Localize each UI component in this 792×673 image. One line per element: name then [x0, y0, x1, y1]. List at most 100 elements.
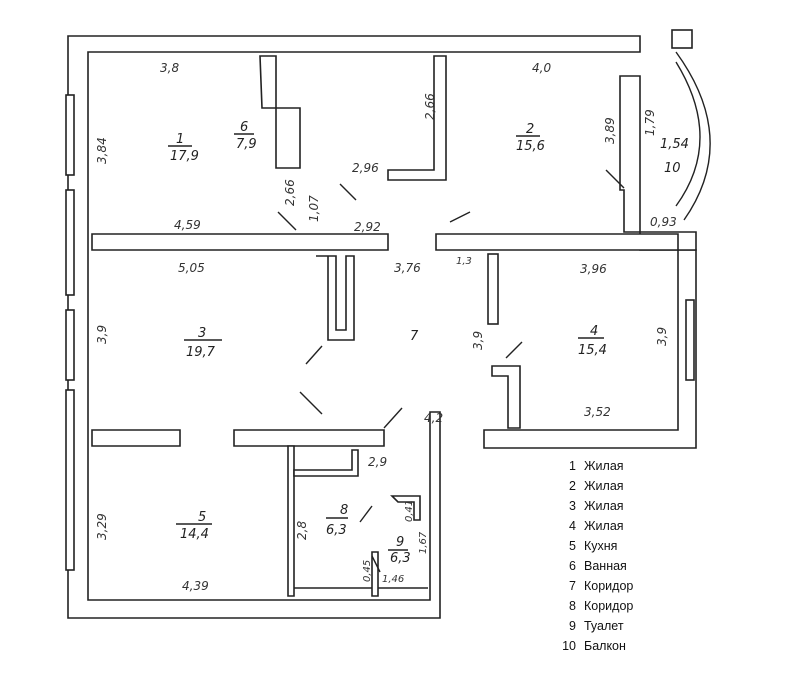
door-swing — [277, 211, 297, 231]
dimension-label: 2,96 — [352, 161, 379, 175]
legend-item: 4 Жилая — [560, 516, 760, 536]
dimension-label: 2,66 — [423, 93, 437, 120]
door-swing — [605, 169, 625, 189]
room-area: 14,4 — [180, 527, 209, 542]
legend-label: Кухня — [584, 539, 618, 553]
legend-number: 2 — [569, 479, 576, 493]
dimension-label: 1,79 — [643, 109, 657, 136]
dimension-label: 3,84 — [95, 137, 109, 164]
room-number: 2 — [526, 122, 534, 137]
legend-item: 9 Туалет — [560, 616, 760, 636]
legend-number: 10 — [562, 639, 576, 653]
legend-label: Балкон — [584, 639, 626, 653]
dimension-label: 4,2 — [424, 411, 443, 425]
dimension-label: 2,9 — [368, 455, 387, 469]
window — [65, 189, 75, 296]
dimension-label: 3,8 — [160, 61, 179, 75]
door-swing — [449, 211, 471, 223]
dimension-label: 1,67 — [418, 531, 429, 554]
door-swing — [359, 505, 373, 523]
dimension-label: 4,39 — [182, 579, 209, 593]
legend-label: Жилая — [584, 459, 624, 473]
interior-wall — [316, 255, 355, 341]
dimension-label: 4,59 — [174, 218, 201, 232]
outer-wall — [67, 35, 641, 619]
dimension-label: 2,66 — [283, 179, 297, 206]
balcony-box — [671, 29, 693, 49]
door-swing — [339, 183, 357, 201]
legend-label: Жилая — [584, 499, 624, 513]
room-number: 6 — [240, 120, 248, 135]
door-swing — [383, 407, 403, 429]
dimension-label: 4,0 — [532, 61, 551, 75]
dimension-label: 5,05 — [178, 261, 205, 275]
interior-wall — [390, 495, 421, 521]
legend-item: 1 Жилая — [560, 456, 760, 476]
legend-number: 9 — [569, 619, 576, 633]
room-number: 8 — [340, 503, 348, 518]
room-number: 4 — [590, 324, 598, 339]
interior-wall — [287, 445, 295, 597]
door-swing — [305, 345, 323, 365]
room-number: 1 — [176, 132, 184, 147]
legend-item: 3 Жилая — [560, 496, 760, 516]
door-swing — [505, 341, 523, 359]
legend-label: Жилая — [584, 519, 624, 533]
interior-wall — [293, 449, 359, 477]
interior-wall — [491, 365, 521, 429]
room-number: 5 — [198, 510, 206, 525]
legend-item: 7 Коридор — [560, 576, 760, 596]
dimension-label: 0,93 — [650, 215, 677, 229]
room-area: 15,6 — [516, 139, 545, 154]
legend-number: 3 — [569, 499, 576, 513]
legend-number: 7 — [569, 579, 576, 593]
dimension-label: 2,92 — [354, 220, 381, 234]
balcony-arc — [675, 51, 711, 221]
legend-number: 1 — [569, 459, 576, 473]
dimension-label: 3,9 — [655, 327, 669, 346]
interior-wall — [91, 233, 389, 251]
dimension-label: 1,46 — [382, 574, 404, 585]
dimension-label: 3,52 — [584, 405, 611, 419]
dimension-label: 3,29 — [95, 513, 109, 540]
legend-label: Коридор — [584, 579, 634, 593]
legend-number: 4 — [569, 519, 576, 533]
dimension-label: 3,9 — [471, 331, 485, 350]
dimension-label: 2,8 — [295, 521, 309, 540]
interior-wall — [435, 233, 679, 251]
interior-wall — [371, 551, 379, 597]
legend-item: 6 Ванная — [560, 556, 760, 576]
legend-label: Туалет — [584, 619, 624, 633]
room-area: 1,54 — [660, 137, 689, 152]
dimension-label: 1,3 — [456, 256, 472, 267]
room-area: 17,9 — [170, 149, 199, 164]
legend-label: Ванная — [584, 559, 627, 573]
room-area: 19,7 — [186, 345, 216, 360]
window — [65, 389, 75, 571]
legend-item: 10 Балкон — [560, 636, 760, 656]
interior-wall — [233, 429, 385, 447]
legend-number: 8 — [569, 599, 576, 613]
dimension-label: 3,76 — [394, 261, 421, 275]
dimension-label: 3,96 — [580, 262, 607, 276]
window — [65, 309, 75, 381]
interior-wall — [91, 429, 181, 447]
interior-wall — [387, 55, 447, 181]
window — [65, 94, 75, 176]
dimension-label: 0,45 — [362, 560, 373, 582]
balcony-arc-inner — [675, 61, 701, 207]
room-area: 6,3 — [390, 551, 411, 566]
legend-item: 2 Жилая — [560, 476, 760, 496]
door-swing — [299, 391, 323, 415]
room-area: 15,4 — [578, 343, 607, 358]
legend-label: Жилая — [584, 479, 624, 493]
room-area: 6,3 — [326, 523, 347, 538]
dimension-label: 3,89 — [603, 117, 617, 144]
legend-number: 6 — [569, 559, 576, 573]
window — [685, 299, 695, 381]
dimension-label: 0,41 — [404, 500, 415, 522]
